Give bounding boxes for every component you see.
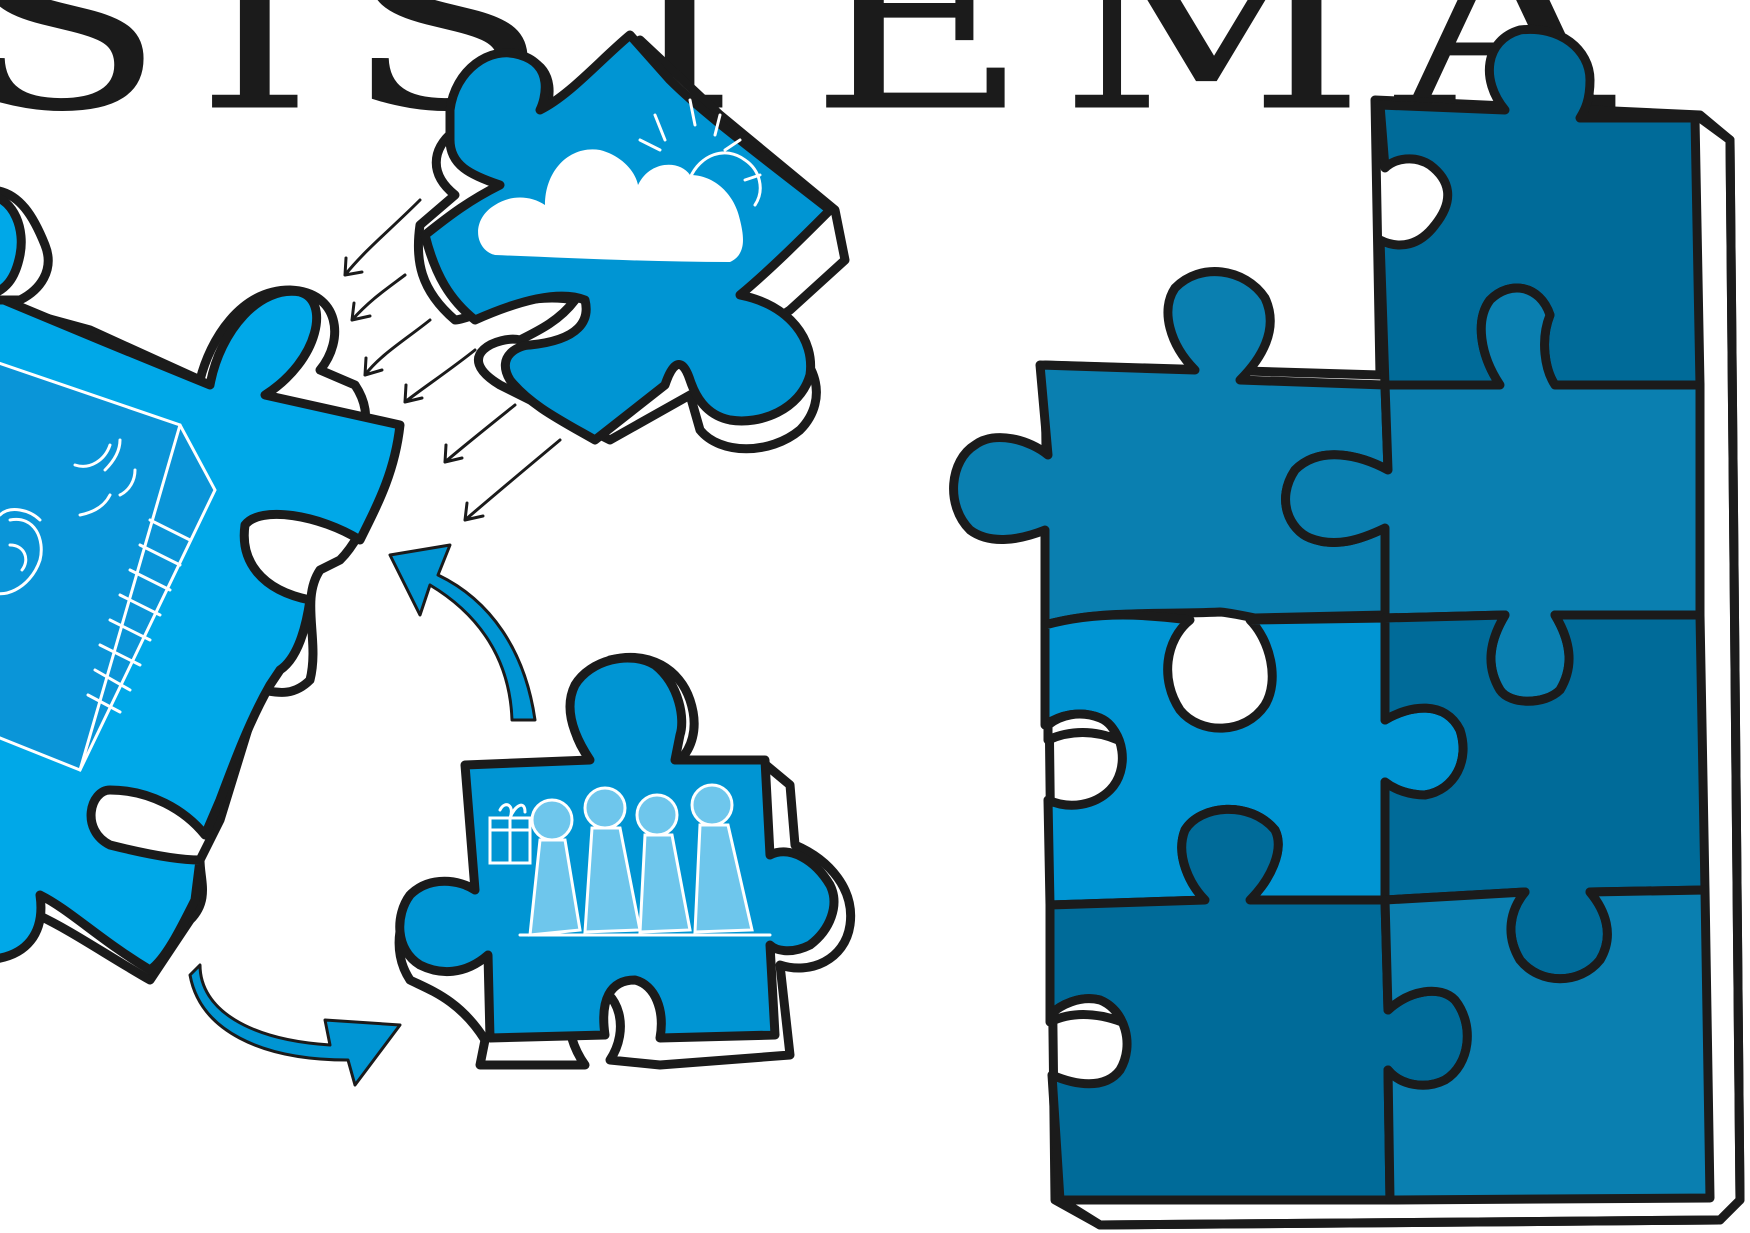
building-piece	[0, 290, 400, 980]
curved-arrow-up	[390, 545, 535, 720]
people-piece	[399, 657, 851, 1065]
assembled-puzzle	[954, 29, 1740, 1225]
weather-piece	[418, 35, 845, 449]
curved-arrow-right	[190, 965, 400, 1085]
cropped-piece-top-left	[0, 190, 48, 300]
